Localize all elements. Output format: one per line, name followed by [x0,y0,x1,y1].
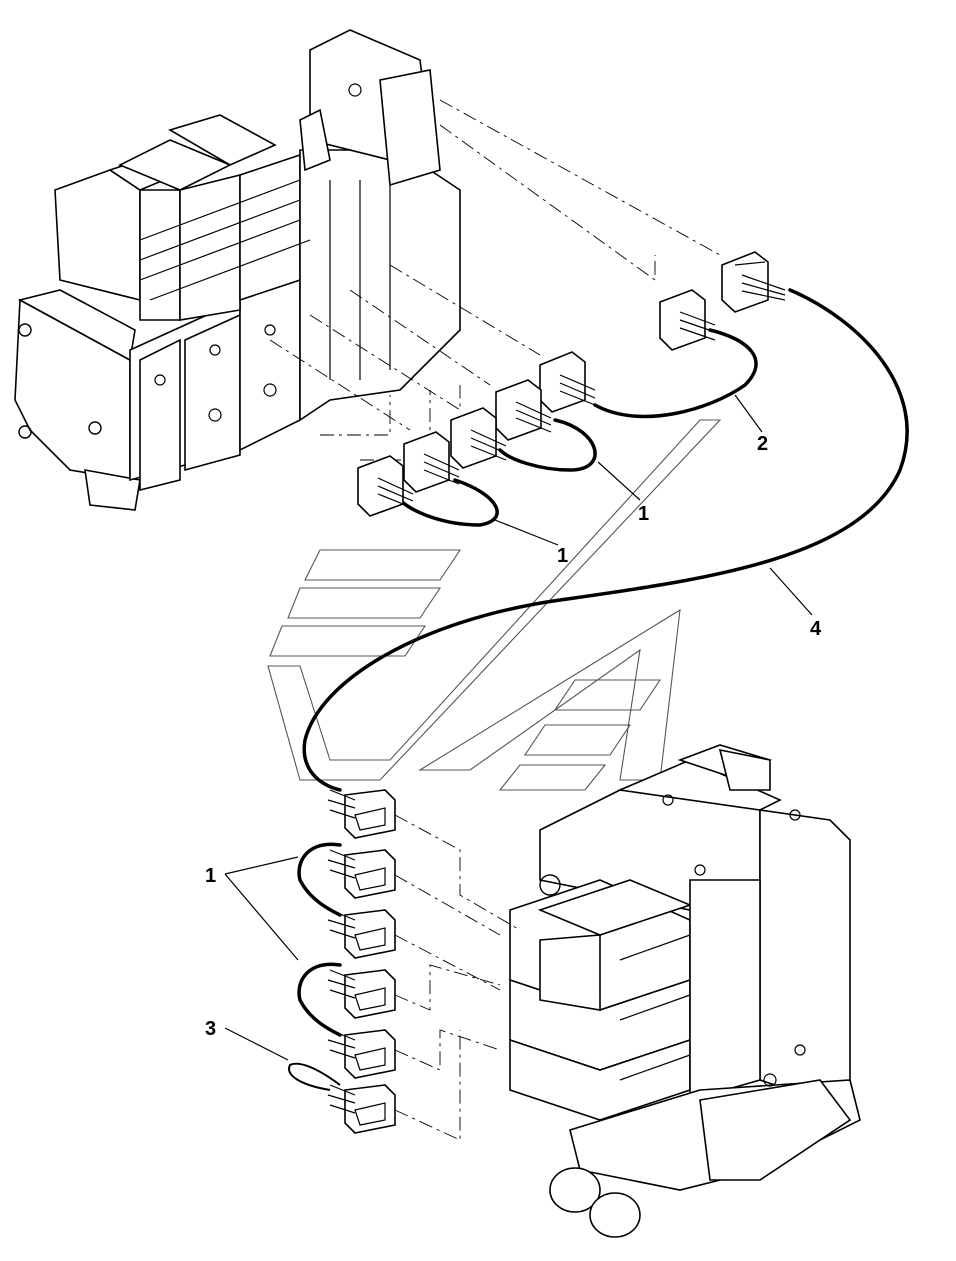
callout-1-upper: 1 [638,503,649,525]
lower-harness [288,789,396,1134]
connector [327,1084,396,1134]
upper-valve-block [14,29,461,511]
connector [327,849,396,899]
connector [403,431,460,493]
connector [327,969,396,1019]
cable-1-upper [498,418,597,472]
callout-leaders [224,394,813,1061]
connector [721,251,786,313]
connector [659,289,716,351]
callout-1-lower: 1 [205,865,216,887]
upper-harness [302,251,909,792]
connector [327,1029,396,1079]
connector [327,909,396,959]
callout-2: 2 [757,433,768,455]
cable-4 [302,288,909,792]
connector [450,407,507,469]
callout-1-middle: 1 [557,545,568,567]
connector [327,789,396,839]
callout-3: 3 [205,1018,216,1040]
connector [357,455,414,517]
cable-2 [593,328,758,419]
lower-valve-block [509,744,861,1238]
connector [539,351,596,413]
alignment-lines [269,99,721,1141]
callout-4: 4 [810,618,822,640]
cable-1-lower [398,478,499,527]
watermark-logo [267,419,722,791]
